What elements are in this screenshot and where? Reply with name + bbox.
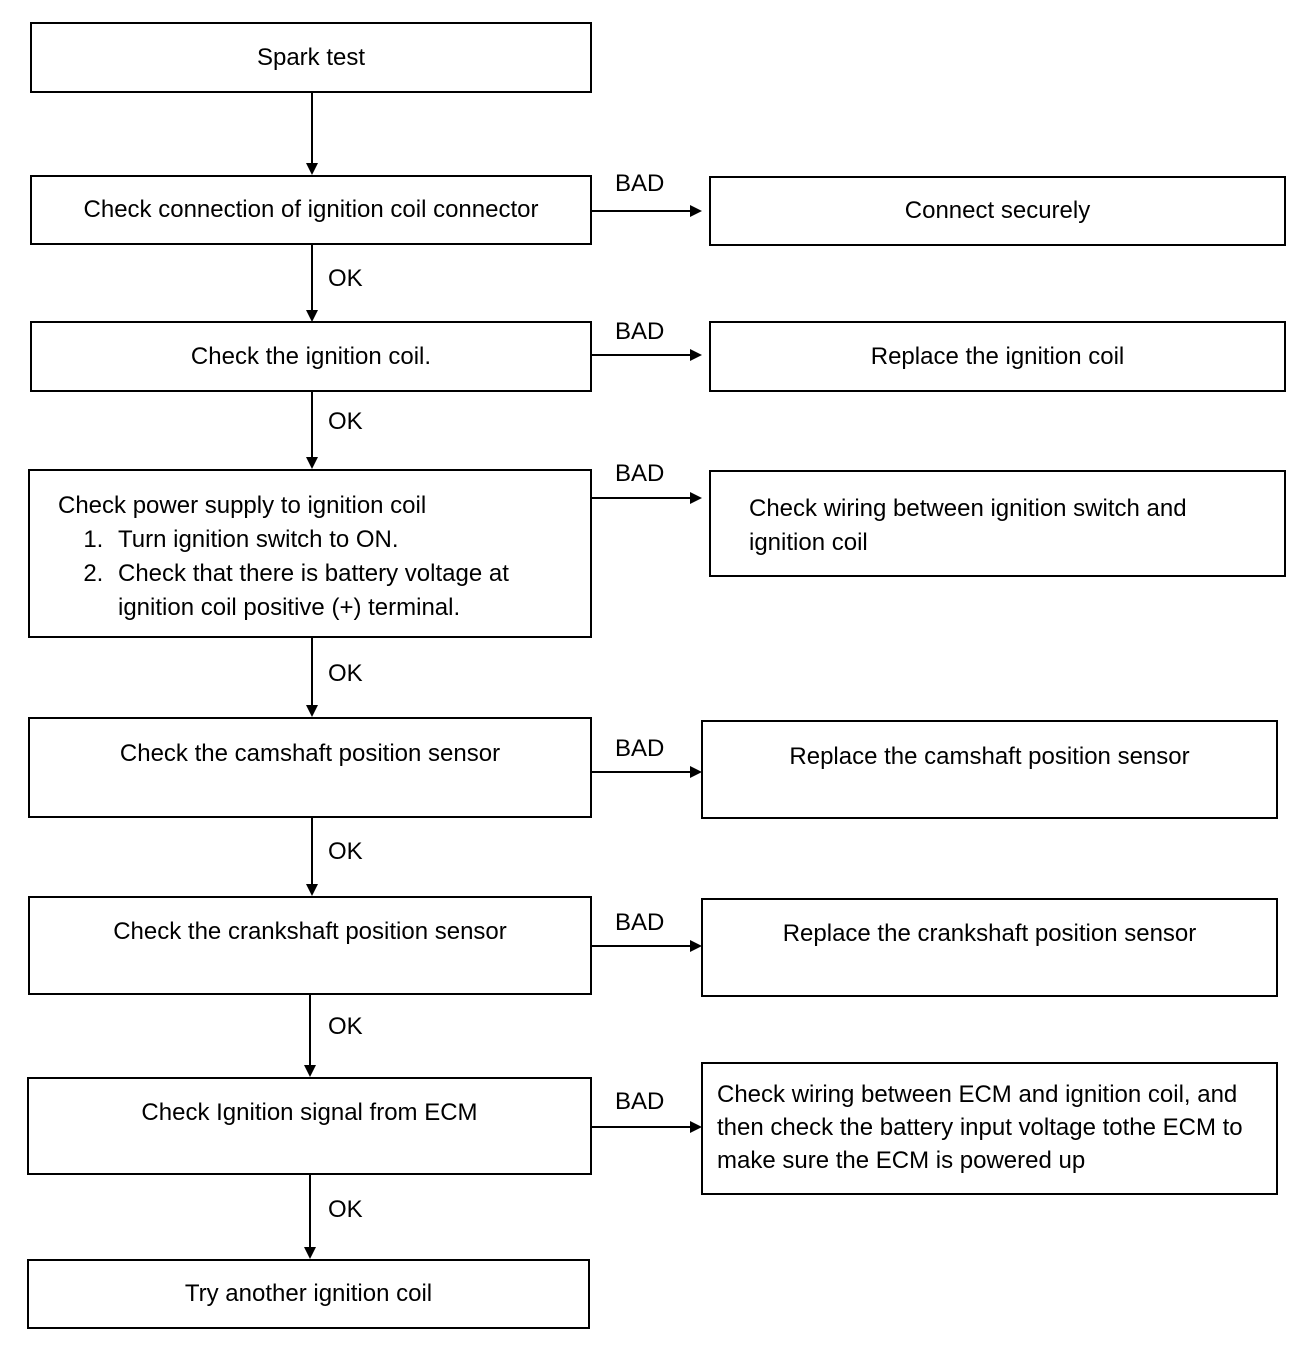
check-label-2: Check the ignition coil. [190, 342, 432, 370]
ok-label-1: OK [328, 265, 363, 292]
action-box-5: Replace the crankshaft position sensor [701, 898, 1278, 997]
action-label-2: Replace the ignition coil [870, 342, 1125, 370]
check-box-6: Check Ignition signal from ECM [27, 1077, 592, 1175]
action-box-3: Check wiring between ignition switch and… [709, 470, 1286, 577]
action-box-2: Replace the ignition coil [709, 321, 1286, 392]
action-box-1: Connect securely [709, 176, 1286, 246]
check-box-4: Check the camshaft position sensor [28, 717, 592, 818]
ok-label-4: OK [328, 838, 363, 865]
action-box-6: Check wiring between ECM and ignition co… [701, 1062, 1278, 1195]
ok-label-6: OK [328, 1196, 363, 1223]
check-box-1: Check connection of ignition coil connec… [30, 175, 592, 245]
check-title-3: Check power supply to ignition coil [58, 492, 427, 519]
action-label-5: Replace the crankshaft position sensor [782, 920, 1197, 947]
action-box-4: Replace the camshaft position sensor [701, 720, 1278, 819]
bad-label-1: BAD [615, 170, 665, 197]
ok-label-5: OK [328, 1013, 363, 1040]
check-label-1: Check connection of ignition coil connec… [83, 196, 539, 223]
check-label-5: Check the crankshaft position sensor [113, 918, 507, 945]
action-label-4: Replace the camshaft position sensor [789, 743, 1190, 770]
bad-label-3: BAD [615, 460, 665, 487]
end-box: Try another ignition coil [27, 1259, 590, 1329]
start-label: Spark test [256, 43, 366, 71]
check-box-2: Check the ignition coil. [30, 321, 592, 392]
ok-label-2: OK [328, 408, 363, 435]
check-box-3: Check power supply to ignition coil Turn… [28, 469, 592, 638]
bad-label-5: BAD [615, 909, 665, 936]
check-label-4: Check the camshaft position sensor [119, 740, 501, 767]
check-step-item-1: Turn ignition switch to ON. [110, 523, 584, 557]
action-label-6: Check wiring between ECM and ignition co… [717, 1081, 1243, 1174]
ok-label-3: OK [328, 660, 363, 687]
check-step-item-2: Check that there is battery voltage at i… [110, 557, 584, 625]
bad-label-4: BAD [615, 735, 665, 762]
end-label: Try another ignition coil [184, 1280, 433, 1307]
action-label-3: Check wiring between ignition switch and… [749, 495, 1187, 556]
start-box: Spark test [30, 22, 592, 93]
bad-label-6: BAD [615, 1088, 665, 1115]
check-label-6: Check Ignition signal from ECM [141, 1099, 478, 1126]
action-label-1: Connect securely [904, 197, 1091, 224]
bad-label-2: BAD [615, 318, 665, 345]
check-steps-list: Turn ignition switch to ON. Check that t… [30, 523, 584, 625]
check-box-5: Check the crankshaft position sensor [28, 896, 592, 995]
